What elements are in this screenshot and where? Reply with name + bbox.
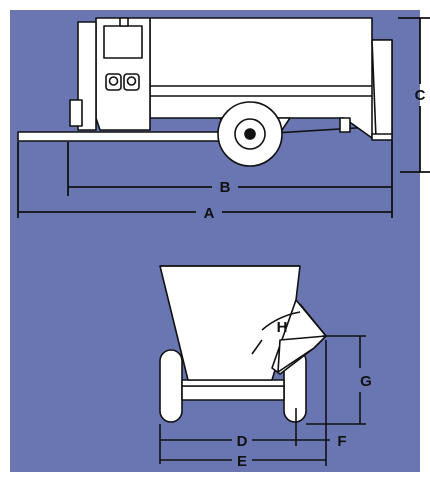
label-b: B	[220, 179, 231, 196]
rear-axle-top	[181, 379, 285, 387]
gearbox-cap	[119, 17, 129, 27]
label-d: D	[237, 433, 248, 450]
rear-door	[371, 39, 393, 139]
rear-support	[339, 117, 351, 133]
scale-dial-right	[126, 76, 137, 86]
dim-h-ray-lower	[251, 339, 263, 355]
gearbox-panel	[103, 25, 143, 59]
dimension-letters: C B A H G D F E	[204, 87, 426, 470]
rear-foot	[371, 133, 393, 141]
label-h: H	[277, 319, 288, 336]
scale-dial-left	[108, 76, 119, 86]
side-dimensions	[17, 17, 430, 218]
rear-view	[159, 265, 327, 423]
side-wheel-hub	[244, 128, 256, 140]
rear-dimensions	[159, 303, 366, 466]
dim-h-ray	[299, 303, 327, 337]
side-view	[17, 17, 393, 167]
label-e: E	[237, 453, 247, 470]
hydraulic-cylinder	[69, 99, 83, 127]
chute-lip	[277, 335, 327, 373]
rear-tire-left	[159, 349, 183, 423]
rear-axle	[181, 385, 285, 401]
dim-h-arc	[261, 311, 301, 331]
label-c: C	[415, 87, 426, 104]
drawbar	[17, 131, 227, 142]
label-g: G	[360, 373, 372, 390]
label-f: F	[337, 433, 346, 450]
label-a: A	[204, 205, 215, 222]
